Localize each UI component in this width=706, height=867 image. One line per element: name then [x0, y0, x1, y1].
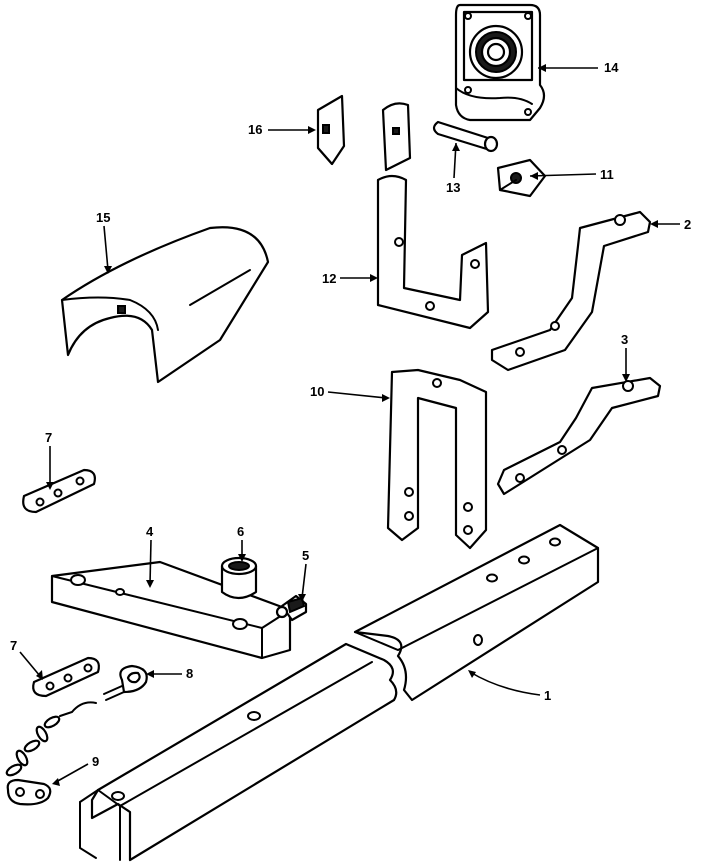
- part-14-bearing-plate: [454, 3, 546, 122]
- callout-7-upper: 7: [45, 430, 52, 445]
- callout-6: 6: [237, 524, 244, 539]
- callout-7-lower: 7: [10, 638, 17, 653]
- part-8-eye-bolt: [103, 664, 148, 701]
- part-3-offset-bracket: [496, 376, 662, 496]
- callout-5: 5: [302, 548, 309, 563]
- part-16-clip: [316, 94, 346, 166]
- part-2-offset-bracket: [490, 210, 652, 372]
- callout-11: 11: [600, 167, 614, 182]
- callout-2: 2: [684, 217, 691, 232]
- part-10-u-strap: [386, 368, 488, 550]
- callout-16: 16: [248, 122, 262, 137]
- leader-lines: [19, 64, 680, 786]
- part-7-link-plate-lower: [32, 656, 100, 698]
- callout-10: 10: [310, 384, 324, 399]
- part-1-main-tube: [79, 523, 600, 862]
- callout-13: 13: [446, 180, 460, 195]
- callout-labels: 14 16 13 11 2 12 15 3 10 7 4 6 5 7 8 9 1: [10, 60, 691, 769]
- callout-1: 1: [544, 688, 551, 703]
- part-5-grease-fitting: [275, 594, 308, 622]
- callout-14: 14: [604, 60, 619, 75]
- part-7-link-plate-upper: [22, 468, 96, 514]
- part-11-yoke: [496, 158, 547, 198]
- callout-4: 4: [146, 524, 154, 539]
- part-9-chain: [5, 701, 97, 806]
- part-15-cover: [60, 226, 270, 384]
- callout-8: 8: [186, 666, 193, 681]
- callout-3: 3: [621, 332, 628, 347]
- callout-15: 15: [96, 210, 110, 225]
- part-13-sleeve: [432, 120, 499, 153]
- part-6-bushing: [220, 556, 258, 600]
- callout-12: 12: [322, 271, 336, 286]
- part-12-u-bracket: [376, 102, 490, 330]
- callout-9: 9: [92, 754, 99, 769]
